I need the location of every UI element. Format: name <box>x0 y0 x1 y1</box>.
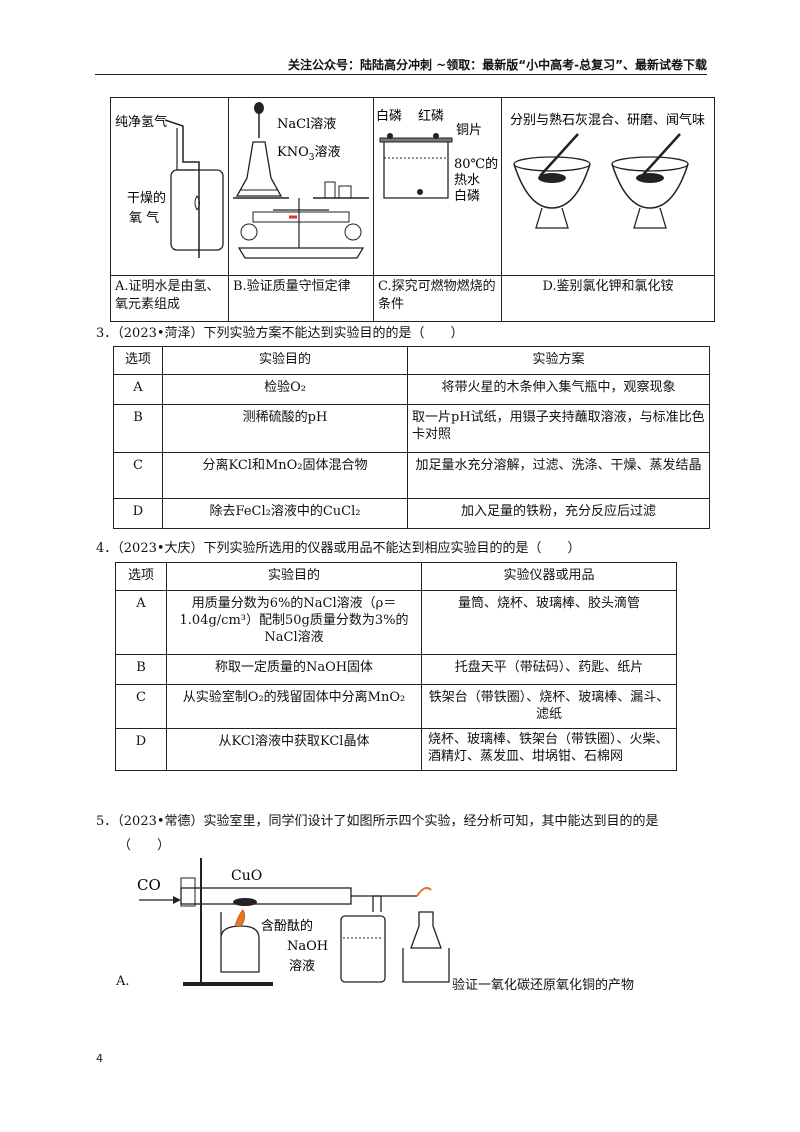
q4-row-c-tools: 铁架台（带铁圈）、烧杯、玻璃棒、漏斗、滤纸 <box>421 684 677 729</box>
q3-header-plan: 实验方案 <box>407 346 710 375</box>
label-nacl: NaCl溶液 <box>277 117 336 132</box>
co-reduction-apparatus: CO CuO 含酚酞的 NaOH 溶液 <box>137 858 450 986</box>
q3-header-option: 选项 <box>113 346 163 375</box>
q4-row-a-goal: 用质量分数为6%的NaCl溶液（ρ＝1.04g/cm³）配制50g质量分数为3%… <box>166 590 422 655</box>
figure-b-balance: NaCl溶液 KNO3溶液 <box>233 102 369 259</box>
q3-table: 选项 实验目的 实验方案 A 检验O₂ 将带火星的木条伸入集气瓶中，观察现象 B… <box>113 346 710 529</box>
q4-header-goal: 实验目的 <box>166 562 422 591</box>
label-hot-water: 热水 <box>454 173 480 188</box>
q4-row-d-goal: 从KCl溶液中获取KCl晶体 <box>166 728 422 771</box>
header-rule <box>95 74 707 75</box>
q3-row-a-plan: 将带火星的木条伸入集气瓶中，观察现象 <box>407 374 710 405</box>
figure-c-combustion: 白磷 红磷 铜片 80℃的 热水 白磷 <box>376 108 498 204</box>
q3-row-d-plan: 加入足量的铁粉，充分反应后过滤 <box>407 498 710 529</box>
label-copper-sheet: 铜片 <box>456 123 482 138</box>
page-number: 4 <box>96 1052 103 1065</box>
caption-a: A.证明水是由氢、氧元素组成 <box>110 275 229 322</box>
q5-caption: 验证一氧化碳还原氧化铜的产物 <box>452 978 635 993</box>
caption-c: C.探究可燃物燃烧的条件 <box>373 275 502 322</box>
q4-row-a-option: A <box>115 590 167 655</box>
q4-stem: 4．（2023•大庆）下列实验所选用的仪器或用品不能达到相应实验目的的是（ ） <box>96 541 581 556</box>
q4-row-c-goal: 从实验室制O₂的残留固体中分离MnO₂ <box>166 684 422 729</box>
q3-row-c-goal: 分离KCl和MnO₂固体混合物 <box>162 452 408 499</box>
label-kno3: KNO3溶液 <box>277 145 341 163</box>
q3-row-a-goal: 检验O₂ <box>162 374 408 405</box>
label-oxygen: 氧 气 <box>129 210 159 226</box>
q3-row-c-option: C <box>113 452 163 499</box>
figure-a-cell: 纯净氢气 干燥的 氧 气 <box>110 97 229 276</box>
q4-row-a-tools: 量筒、烧杯、玻璃棒、胶头滴管 <box>421 590 677 655</box>
q5-stem: 5．（2023•常德）实验室里，同学们设计了如图所示四个实验，经分析可知，其中能… <box>96 814 659 829</box>
q3-row-c-plan: 加足量水充分溶解，过滤、洗涤、干燥、蒸发结晶 <box>407 452 710 499</box>
figure-table: 纯净氢气 干燥的 氧 气 NaCl溶液 KNO3溶液 <box>110 97 715 322</box>
q4-table: 选项 实验目的 实验仪器或用品 A 用质量分数为6%的NaCl溶液（ρ＝1.04… <box>115 562 677 771</box>
q3-row-b-plan: 取一片pH试纸，用镊子夹持蘸取溶液，与标准比色卡对照 <box>407 404 710 453</box>
q3-row-d-option: D <box>113 498 163 529</box>
q3-row-b-option: B <box>113 404 163 453</box>
label-naoh: NaOH <box>287 939 328 954</box>
q5-figure-a: CO CuO 含酚酞的 NaOH 溶液 <box>135 852 475 996</box>
q5-option-label: A. <box>116 974 130 989</box>
page-header: 关注公众号：陆陆高分冲刺 ~领取：最新版“小中高考-总复习”、最新试卷下载 <box>288 58 707 72</box>
q3-row-d-goal: 除去FeCl₂溶液中的CuCl₂ <box>162 498 408 529</box>
q4-row-d-tools: 烧杯、玻璃棒、铁架台（带铁圈）、火柴、酒精灯、蒸发皿、坩埚钳、石棉网 <box>421 728 677 771</box>
q4-row-d-option: D <box>115 728 167 771</box>
q4-header-tools: 实验仪器或用品 <box>421 562 677 591</box>
label-co: CO <box>137 876 161 894</box>
q4-row-b-tools: 托盘天平（带砝码）、药匙、纸片 <box>421 654 677 685</box>
q4-header-option: 选项 <box>115 562 167 591</box>
label-phenolphthalein: 含酚酞的 <box>261 918 313 934</box>
figure-d-mortars: 分别与熟石灰混合、研磨、闻气味 <box>510 112 705 229</box>
figure-a-apparatus: 纯净氢气 干燥的 氧 气 <box>115 114 224 258</box>
caption-d: D.鉴别氯化钾和氯化铵 <box>501 275 715 322</box>
q4-row-b-option: B <box>115 654 167 685</box>
label-dry: 干燥的 <box>127 190 166 206</box>
q5-paren: （ ） <box>118 838 171 853</box>
label-red-phosphorus: 红磷 <box>418 108 444 124</box>
label-solution: 溶液 <box>289 959 315 974</box>
label-white-phosphorus-2: 白磷 <box>454 188 480 204</box>
figure-d-cell: 分别与熟石灰混合、研磨、闻气味 <box>501 97 715 276</box>
q3-header-goal: 实验目的 <box>162 346 408 375</box>
caption-b: B.验证质量守恒定律 <box>228 275 374 322</box>
q4-row-c-option: C <box>115 684 167 729</box>
label-white-phosphorus: 白磷 <box>376 108 402 124</box>
label-80c: 80℃的 <box>454 156 498 172</box>
q3-row-b-goal: 测稀硫酸的pH <box>162 404 408 453</box>
label-lime-grind: 分别与熟石灰混合、研磨、闻气味 <box>510 112 705 128</box>
label-pure-hydrogen: 纯净氢气 <box>115 114 167 130</box>
q3-stem: 3．（2023•菏泽）下列实验方案不能达到实验目的的是（ ） <box>96 326 464 341</box>
figure-c-cell: 白磷 红磷 铜片 80℃的 热水 白磷 <box>373 97 502 276</box>
figure-b-cell: NaCl溶液 KNO3溶液 <box>228 97 374 276</box>
q4-row-b-goal: 称取一定质量的NaOH固体 <box>166 654 422 685</box>
q3-row-a-option: A <box>113 374 163 405</box>
label-cuo: CuO <box>231 868 262 884</box>
